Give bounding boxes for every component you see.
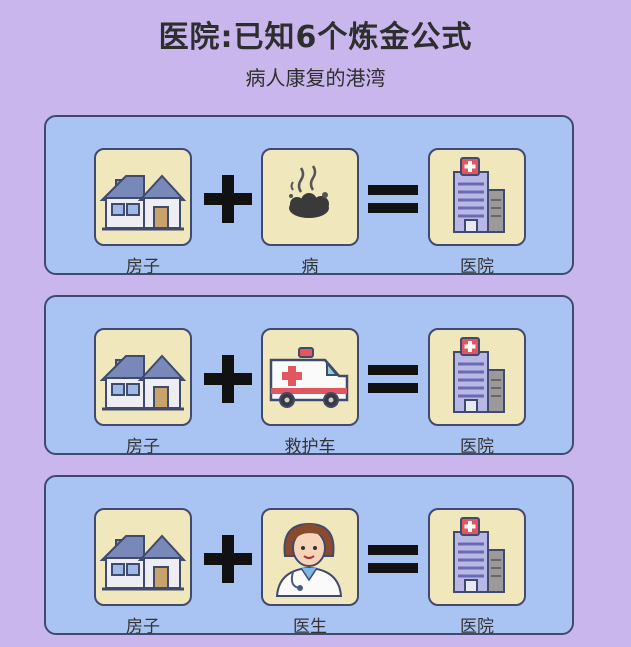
- recipe-input-house[interactable]: [94, 328, 192, 426]
- doctor-icon: [275, 522, 343, 597]
- recipe-input-house[interactable]: [94, 148, 192, 246]
- recipe-output-hospital[interactable]: [428, 148, 526, 246]
- recipe-row: 房子 医生: [44, 475, 574, 637]
- sickness-icon: [289, 165, 329, 218]
- recipe-input-label: 房子: [126, 617, 160, 637]
- page-title: 医院:已知6个炼金公式: [158, 20, 473, 55]
- hospital-icon: [453, 337, 505, 413]
- recipe-input-label: 病: [301, 257, 319, 277]
- recipe-input-house[interactable]: [94, 508, 192, 606]
- hospital-icon: [453, 157, 505, 233]
- recipe-input-label: 房子: [126, 437, 160, 457]
- recipe-output-hospital[interactable]: [428, 508, 526, 606]
- hospital-icon: [453, 517, 505, 593]
- recipe-row: 房子 救护车: [44, 295, 574, 457]
- ambulance-icon: [269, 347, 349, 408]
- recipe-input-label: 医生: [293, 617, 327, 637]
- recipe-input-sickness[interactable]: [261, 148, 359, 246]
- recipe-input-ambulance[interactable]: [261, 328, 359, 426]
- equals-icon: [368, 185, 418, 213]
- recipe-input-label: 房子: [126, 257, 160, 277]
- house-icon: [99, 174, 187, 231]
- recipe-row: 房子 病: [44, 115, 574, 277]
- house-icon: [99, 534, 187, 591]
- plus-icon: [204, 175, 252, 223]
- plus-icon: [204, 535, 252, 583]
- recipe-input-label: 救护车: [284, 437, 336, 457]
- recipe-output-label: 医院: [460, 617, 494, 637]
- equals-icon: [368, 545, 418, 573]
- house-icon: [99, 354, 187, 411]
- recipe-output-label: 医院: [460, 257, 494, 277]
- page-subtitle: 病人康复的港湾: [245, 66, 386, 90]
- plus-icon: [204, 355, 252, 403]
- recipe-output-label: 医院: [460, 437, 494, 457]
- recipe-input-doctor[interactable]: [261, 508, 359, 606]
- equals-icon: [368, 365, 418, 393]
- recipe-output-hospital[interactable]: [428, 328, 526, 426]
